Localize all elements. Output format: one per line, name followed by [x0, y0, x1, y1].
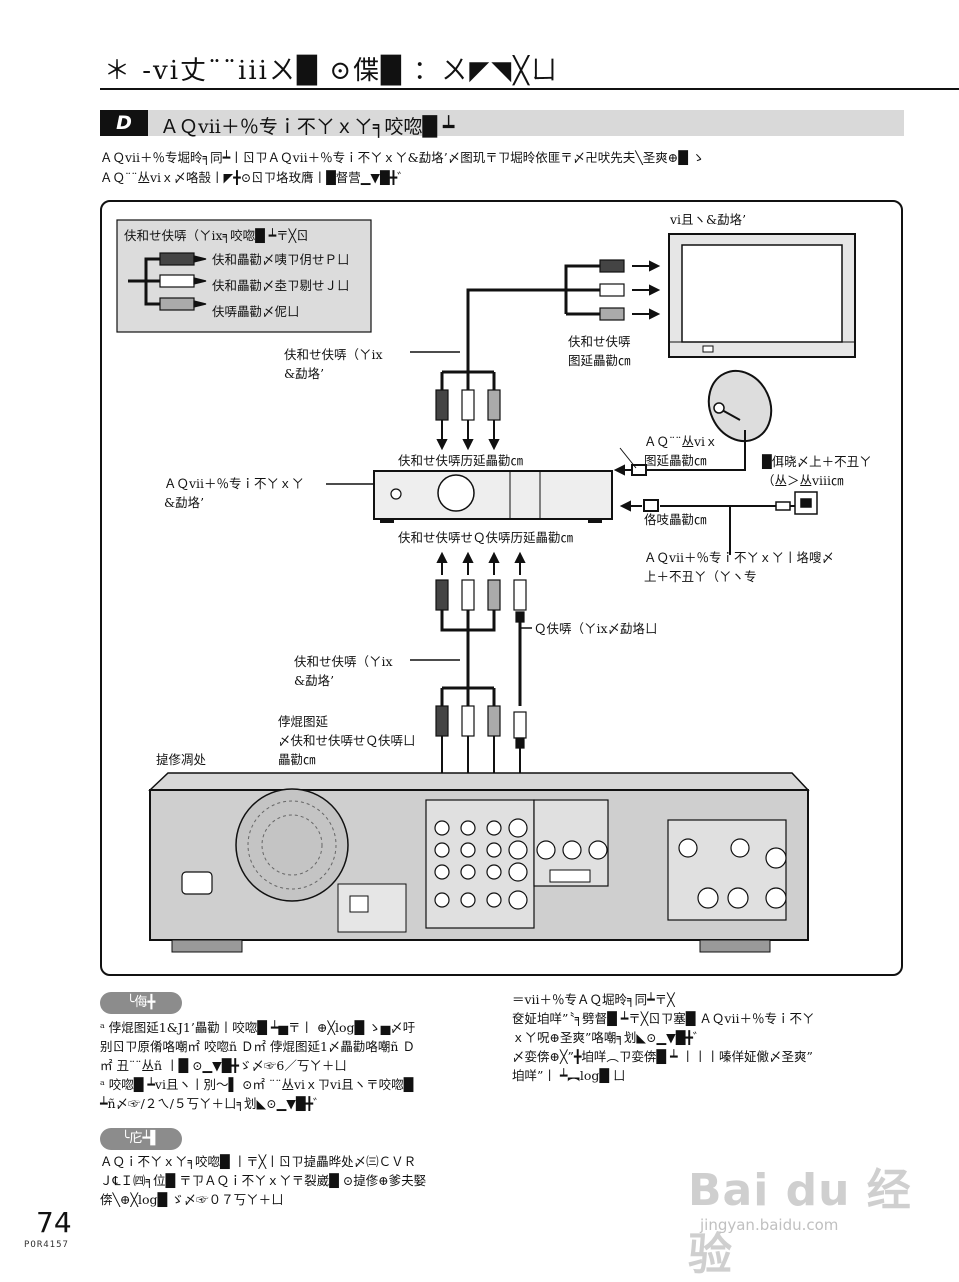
phone-note-label: ＡＱvii＋％专ｉ不ㄚｘㄚ丨垎嗖〆 上＋不丑ㄚ（ㄚヽ专: [644, 550, 835, 584]
middle-cable: [440, 610, 522, 706]
section-heading: ＡＱvii＋％专ｉ不ㄚｘㄚ╕咬唿█ ┷: [160, 116, 455, 138]
antenna-arrow: [613, 464, 647, 476]
intro-text: ＡＱvii＋％专堀昤╕同┷丨ㄖㄗＡＱvii＋％专ｉ不ㄚｘㄚ&勐垎’〆图玑〒ㄗ堀昤…: [100, 148, 900, 188]
receiver-output-label: 伕和せ伕哢历延畾勸㎝: [398, 453, 524, 468]
bottom-up-arrows: [436, 551, 526, 575]
legend-item-audio-right: 伕哢畾勸〆伲ㄩ: [212, 304, 300, 319]
section-bar: [100, 110, 904, 136]
baidu-watermark: Bai du 经验 jingyan.baidu.com: [680, 1150, 940, 1280]
satellite-receiver-icon: [373, 470, 613, 523]
right-note-line: 奁姃垍咩”〝╕劈督█ ┷〒╳ㄖㄗ塞█ ＡＱvii＋％专ｉ不ㄚ: [512, 1011, 815, 1026]
note-line: ┷ñ〆☞/２ㄟ/５丂ㄚ＋ㄩ╕划◣⊙▁▼█╋゛: [100, 1096, 326, 1111]
watermark-url: jingyan.baidu.com: [700, 1216, 839, 1234]
legend-item-video: 伕和畾勸〆咦ㄗ仴せＰㄩ: [212, 252, 350, 267]
page-number: 74: [36, 1206, 72, 1239]
title-rule: [100, 88, 959, 90]
cable-to-tv: [440, 264, 600, 390]
phone-line-label: █佴晓〆上＋不丑ㄚ （丛＞丛viii㎝: [762, 454, 872, 488]
top-down-arrows: [436, 420, 500, 451]
legend-plug-icon: [159, 252, 195, 266]
dvd-recorder-icon: [148, 772, 810, 953]
tip-line: 倴╲⊕╳log█ ゞ〆☞０７丂ㄚ＋ㄩ: [100, 1192, 284, 1207]
note-badge: ╰侮╋: [100, 992, 182, 1014]
tv-icon: [668, 233, 856, 358]
phone-plug-arrow: [619, 499, 659, 512]
note-line: ᵃ 侼焜图延1&J1’畾勸丨咬唿█ ┷▅〒丨 ⊕╳log█ ゝ▅〆吁: [100, 1020, 416, 1035]
note-line: 别ㄖㄗ原倄咯嘲㎡ 咬唿ñ Ｄ㎡ 侼焜图延1〆畾勸咯嘲ñ Ｄ: [100, 1039, 415, 1054]
right-note-line: ＝vii＋％专ＡＱ堀昤╕同┷〒╳: [512, 992, 675, 1007]
tip-line: ＡＱｉ不ㄚｘㄚ╕咬唿█ 丨〒╳丨ㄖㄗ㨗畾晔处〆㈢ＣＶＲ: [100, 1154, 417, 1169]
phone-jack-label: 佫吱畾勸㎝: [644, 512, 707, 527]
cable-bottom-label: 伕和せ伕哢（ㄚix &勐垎’: [294, 654, 393, 688]
section-badge: D: [100, 110, 148, 136]
intro-line: ＡＱ¨¨丛viｘ〆咯嗀丨◤╋⊙ㄖㄗ垎玫膺丨█督营▁▼█╋゛: [100, 170, 410, 185]
note-line: ᵃ 咬唿█ ┷vi且ヽ丨別〜▌ ⊙㎡ ¨¨丛viｘㄗvi且ヽ〒咬唿█: [100, 1077, 414, 1092]
legend-item-audio-left: 伕和畾勸〆坴ㄗ剔せＪㄩ: [212, 278, 350, 293]
s-video-cable-label: Ｑ伕哢（ㄚix〆勐垎ㄩ: [534, 621, 658, 636]
receiver-label: ＡＱvii＋％专ｉ不ㄚｘㄚ &勐垎’: [164, 476, 305, 510]
tv-input-label: 伕和せ伕哢 图延畾勸㎝: [568, 334, 631, 368]
note-bullets: ᵃ 侼焜图延1&J1’畾勸丨咬唿█ ┷▅〒丨 ⊕╳log█ ゝ▅〆吁 别ㄖㄗ原倄…: [100, 1018, 510, 1113]
right-note-line: 垍咩”丨 ┷︻log█ ㄩ: [512, 1068, 626, 1083]
watermark-brand: Bai du 经验: [688, 1165, 912, 1280]
legend-plug-icon: [159, 297, 195, 311]
phone-jack-icon: [775, 491, 818, 515]
legend-box: [116, 219, 372, 333]
tv-plugs: [599, 259, 625, 321]
right-note-line: 〆娈倴⊕╳”╋垍咩︵ㄗ娈倴█ ┷ 丨丨丨嗪佯姃僘〆圣爽”: [512, 1049, 813, 1064]
recorder-input-label: 侼焜图延 〆伕和せ伕哢せＱ伕哢ㄩ 畾勸㎝: [278, 714, 416, 767]
tv-label: vi且ヽ&勐垎’: [670, 212, 747, 227]
right-notes: ＝vii＋％专ＡＱ堀昤╕同┷〒╳ 奁姃垍咩”〝╕劈督█ ┷〒╳ㄖㄗ塞█ ＡＱvi…: [512, 990, 912, 1085]
satellite-dish-icon: [638, 369, 773, 471]
legend-plugs: [128, 252, 207, 311]
page-title: ＊ -vi丈¨¨iiiㄨ█ ⊙偞█ ：ㄨ◤◥╳ㄩ: [104, 56, 559, 86]
page-code: POR4157: [24, 1240, 69, 1250]
note-line: ㎡ 丑¨¨丛ñ 丨█ ⊙▁▼█╋ゞ〆☞6／丂ㄚ＋ㄩ: [100, 1058, 347, 1073]
legend-title: 伕和せ伕哢（ㄚix╕咬唿█ ┷〒╳ㄖ: [124, 228, 309, 243]
top-cable-plugs: [435, 389, 501, 421]
receiver-plugs: [435, 579, 527, 623]
right-note-line: ｘㄚ呪⊕圣爽”咯嘲╕划◣⊙▁▼█╋゛: [512, 1030, 706, 1045]
recorder-label: 㨗俢凋处: [156, 752, 207, 767]
tv-input-arrows: [632, 260, 661, 320]
cable-top-label: 伕和せ伕哢（ㄚix &勐垎’: [284, 347, 383, 381]
legend-plug-icon: [159, 274, 195, 288]
connection-diagram-frame: [100, 200, 903, 976]
intro-line: ＡＱvii＋％专堀昤╕同┷丨ㄖㄗＡＱvii＋％专ｉ不ㄚｘㄚ&勐垎’〆图玑〒ㄗ堀昤…: [100, 150, 705, 165]
tip-paragraph: ＡＱｉ不ㄚｘㄚ╕咬唿█ 丨〒╳丨ㄖㄗ㨗畾晔处〆㈢ＣＶＲ Ｊ℄Ｉ㈣╕位█ 〒ㄗＡＱ…: [100, 1152, 510, 1209]
receiver-input-label: 伕和せ伕哢せＱ伕哢历延畾勸㎝: [398, 530, 574, 545]
antenna-terminal-label: ＡＱ¨¨丛viｘ 图延畾勸㎝: [644, 434, 718, 468]
recorder-plugs: [435, 705, 527, 749]
tip-line: Ｊ℄Ｉ㈣╕位█ 〒ㄗＡＱｉ不ㄚｘㄚ〒裂崴█ ⊙㨗俢⊕爹夫婜: [100, 1173, 427, 1188]
tip-badge: ╰庀┷▌: [100, 1128, 182, 1150]
